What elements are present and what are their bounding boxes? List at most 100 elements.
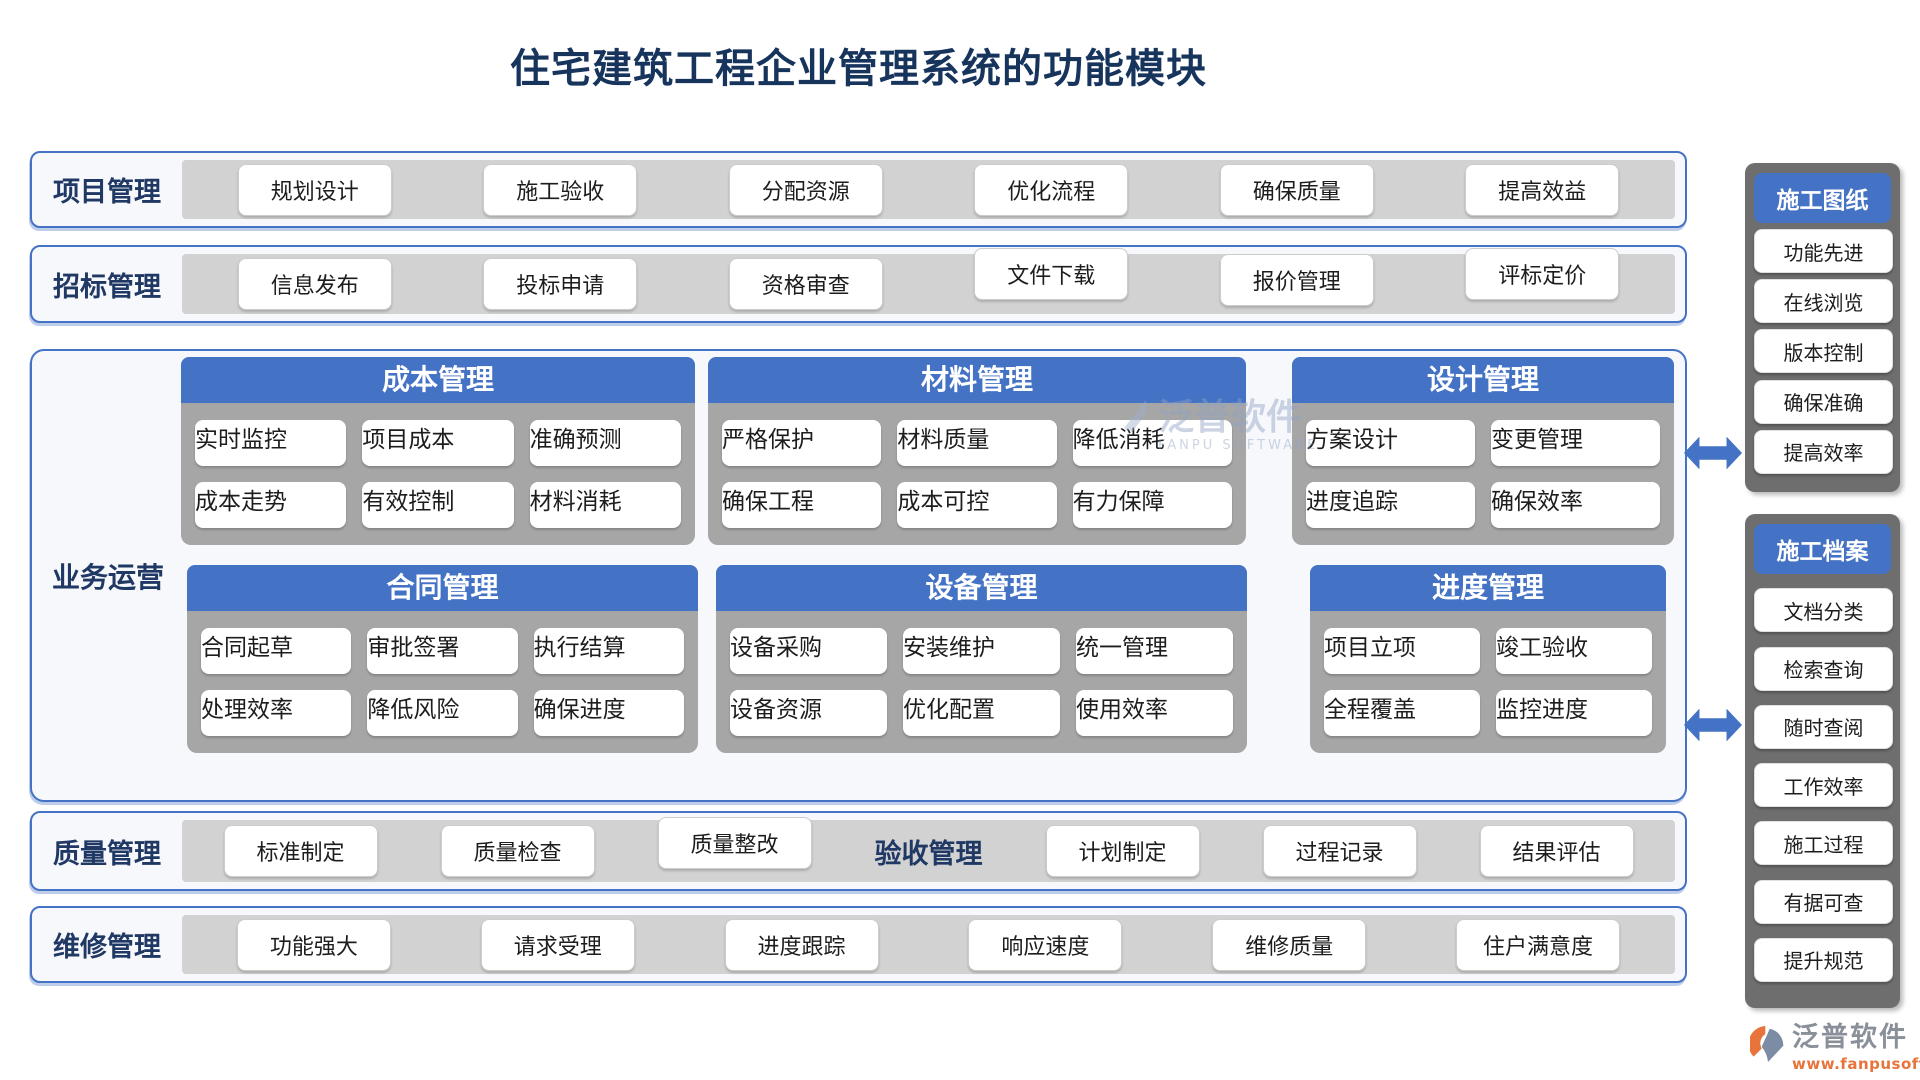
section-maintenance-management: 维修管理 功能强大 请求受理 进度跟踪 响应速度 维修质量 住户满意度 [30,906,1687,983]
module-title: 进度管理 [1310,565,1666,611]
module-body: 严格保护 材料质量 降低消耗 确保工程 成本可控 有力保障 [708,403,1246,545]
feature-pill: 降低消耗 [1072,420,1232,466]
module-body: 设备采购 安装维护 统一管理 设备资源 优化配置 使用效率 [716,611,1247,753]
module-cost-management: 成本管理 实时监控 项目成本 准确预测 成本走势 有效控制 材料消耗 [181,357,695,545]
feature-pill: 材料消耗 [529,482,681,528]
feature-pill: 全程覆盖 [1324,690,1480,736]
feature-pill: 使用效率 [1076,690,1233,736]
feature-pill: 功能强大 [236,918,391,971]
feature-pill: 施工过程 [1754,821,1893,866]
module-title: 设计管理 [1292,357,1674,403]
feature-pill: 投标申请 [483,258,638,310]
feature-pill: 确保质量 [1219,163,1374,216]
module-title: 材料管理 [708,357,1246,403]
sidebar-title: 施工图纸 [1754,173,1891,223]
maintenance-band: 功能强大 请求受理 进度跟踪 响应速度 维修质量 住户满意度 [182,915,1675,974]
sidebar-items: 功能先进 在线浏览 版本控制 确保准确 提高效率 [1754,223,1893,480]
feature-pill: 变更管理 [1491,420,1660,466]
feature-pill: 分配资源 [728,163,883,216]
module-design-management: 设计管理 方案设计 变更管理 进度追踪 确保效率 [1292,357,1674,545]
feature-pill: 优化流程 [974,163,1129,216]
section-label-project: 项目管理 [53,177,161,208]
feature-pill: 方案设计 [1306,420,1475,466]
feature-pill: 检索查询 [1754,646,1893,691]
module-body: 合同起草 审批签署 执行结算 处理效率 降低风险 确保进度 [187,611,698,753]
feature-pill: 随时查阅 [1754,704,1893,749]
feature-pill: 在线浏览 [1754,279,1893,324]
feature-pill: 进度跟踪 [724,918,879,971]
feature-pill: 确保工程 [722,482,882,528]
feature-pill: 响应速度 [968,918,1123,971]
feature-pill: 报价管理 [1219,254,1374,306]
module-progress-management: 进度管理 项目立项 竣工验收 全程覆盖 监控进度 [1310,565,1666,753]
sidebar-title: 施工档案 [1754,524,1891,574]
section-bidding-management: 招标管理 信息发布 投标申请 资格审查 文件下载 报价管理 评标定价 [30,245,1687,323]
brand-logo-icon [1748,1024,1786,1068]
bidding-band: 信息发布 投标申请 资格审查 文件下载 报价管理 评标定价 [182,248,1675,314]
feature-pill: 严格保护 [722,420,882,466]
feature-pill: 提升规范 [1754,937,1893,982]
feature-pill: 提高效益 [1465,163,1620,216]
feature-pill: 进度追踪 [1306,482,1475,528]
section-label-business: 业务运营 [51,560,164,594]
feature-pill: 竣工验收 [1496,628,1652,674]
feature-pill: 施工验收 [483,163,638,216]
module-equipment-management: 设备管理 设备采购 安装维护 统一管理 设备资源 优化配置 使用效率 [716,565,1247,753]
feature-pill: 维修质量 [1212,918,1367,971]
sidebar-items: 文档分类 检索查询 随时查阅 工作效率 施工过程 有据可查 提升规范 [1754,574,1893,996]
feature-pill: 处理效率 [201,690,352,736]
feature-pill: 结果评估 [1479,825,1634,877]
double-arrow-icon [1684,708,1742,742]
feature-pill: 实时监控 [195,420,347,466]
feature-pill: 工作效率 [1754,763,1893,807]
module-body: 实时监控 项目成本 准确预测 成本走势 有效控制 材料消耗 [181,403,695,545]
feature-pill: 文件下载 [974,248,1129,300]
brand-url: www.fanpusoft.com [1792,1055,1920,1073]
feature-pill: 文档分类 [1754,588,1893,633]
section-business-operations: 业务运营 成本管理 实时监控 项目成本 准确预测 成本走势 有效控制 材料消耗 … [30,349,1687,802]
module-title: 成本管理 [181,357,695,403]
feature-pill: 降低风险 [367,690,518,736]
feature-pill: 评标定价 [1465,248,1620,300]
feature-pill: 有力保障 [1072,482,1232,528]
feature-pill: 统一管理 [1076,628,1233,674]
feature-pill: 成本可控 [897,482,1057,528]
feature-pill: 材料质量 [897,420,1057,466]
feature-pill: 质量检查 [440,825,595,877]
feature-pill: 审批签署 [367,628,518,674]
section-quality-management: 质量管理 标准制定 质量检查 质量整改 验收管理 计划制定 过程记录 结果评估 [30,811,1687,891]
brand-logo: 泛普软件 www.fanpusoft.com [1748,1022,1920,1073]
feature-pill: 质量整改 [657,817,812,869]
section-label-bidding: 招标管理 [53,271,161,303]
feature-pill: 资格审查 [728,258,883,310]
feature-pill: 确保进度 [533,690,684,736]
feature-pill: 合同起草 [201,628,352,674]
module-body: 方案设计 变更管理 进度追踪 确保效率 [1292,403,1674,545]
feature-pill: 安装维护 [903,628,1060,674]
feature-pill: 标准制定 [223,825,378,877]
feature-pill: 项目成本 [362,420,514,466]
feature-pill: 成本走势 [195,482,347,528]
section-label-acceptance: 验收管理 [874,838,983,870]
feature-pill: 信息发布 [237,258,392,310]
brand-name: 泛普软件 [1792,1022,1908,1053]
feature-pill: 功能先进 [1754,229,1893,274]
module-contract-management: 合同管理 合同起草 审批签署 执行结算 处理效率 降低风险 确保进度 [187,565,698,753]
sidebar-construction-archives: 施工档案 文档分类 检索查询 随时查阅 工作效率 施工过程 有据可查 提升规范 [1745,514,1900,1008]
module-title: 设备管理 [716,565,1247,611]
section-label-maintenance: 维修管理 [53,932,161,963]
feature-pill: 请求受理 [480,918,635,971]
feature-pill: 设备采购 [730,628,887,674]
feature-pill: 有据可查 [1754,879,1893,924]
module-title: 合同管理 [187,565,698,611]
feature-pill: 执行结算 [533,628,684,674]
feature-pill: 规划设计 [237,163,392,216]
feature-pill: 住户满意度 [1456,918,1621,971]
page-title: 住宅建筑工程企业管理系统的功能模块 [510,46,1207,92]
feature-pill: 设备资源 [730,690,887,736]
feature-pill: 确保效率 [1491,482,1660,528]
feature-pill: 有效控制 [362,482,514,528]
feature-pill: 版本控制 [1754,329,1893,374]
feature-pill: 优化配置 [903,690,1060,736]
double-arrow-icon [1684,436,1742,470]
